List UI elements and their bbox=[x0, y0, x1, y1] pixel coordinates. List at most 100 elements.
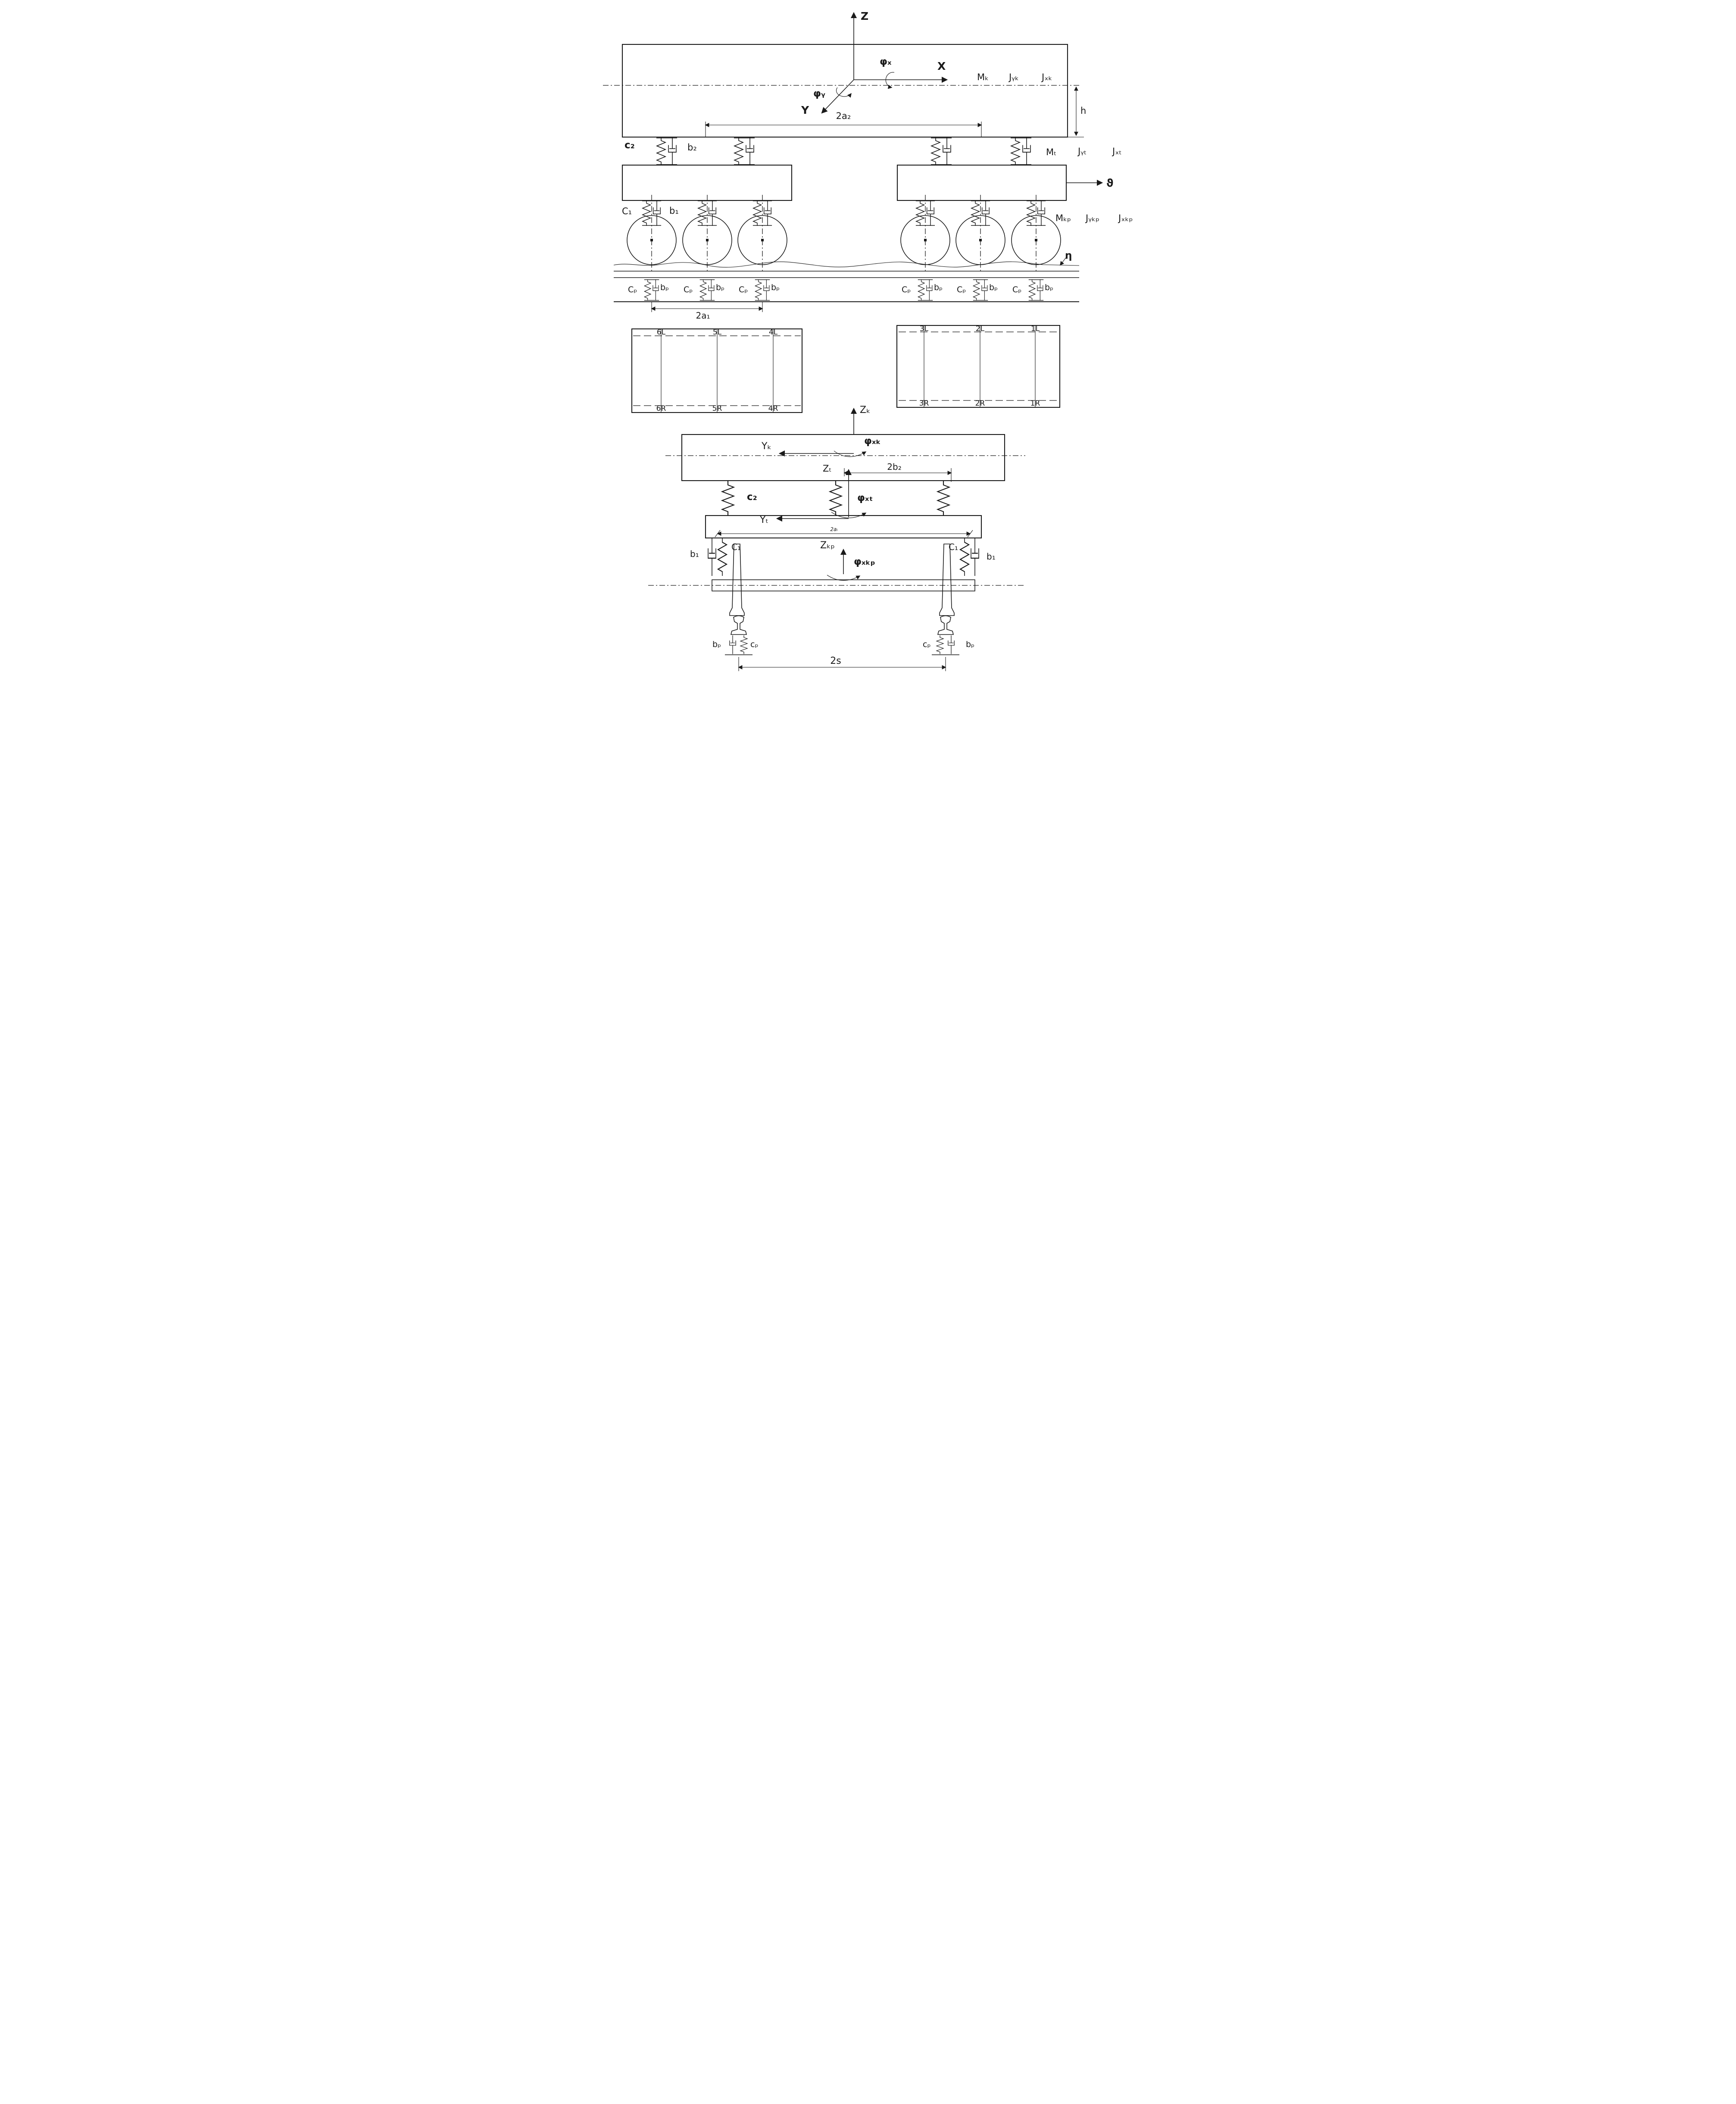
b1-label: b₁ bbox=[987, 551, 996, 562]
cp-label: Cₚ bbox=[957, 285, 966, 294]
wheel-hub bbox=[706, 239, 709, 241]
phi-y-rotation-arrow bbox=[836, 87, 852, 98]
h-label: h bbox=[1080, 106, 1086, 116]
primary-spring bbox=[717, 537, 727, 577]
secondary-suspensions: c₂ b₂ Mₜ Jᵧₜ Jₓₜ bbox=[624, 138, 1122, 165]
body-jy-label: Jᵧₖ bbox=[1008, 72, 1019, 82]
wheel-id-label: 2R bbox=[975, 399, 985, 408]
cp-label: Cₚ bbox=[1012, 285, 1021, 294]
wheel-id-label: 4L bbox=[769, 328, 778, 337]
car-body-inertia-labels: Mₖ Jᵧₖ Jₓₖ bbox=[977, 72, 1052, 82]
bp-label: bₚ bbox=[712, 640, 721, 649]
cp-label: Cₚ bbox=[902, 285, 911, 294]
wheel-id-label: 3L bbox=[920, 325, 929, 333]
c1-label: C₁ bbox=[622, 206, 632, 216]
eta-leader-arrow bbox=[1060, 257, 1066, 266]
wheel-jx-label: Jₓₖₚ bbox=[1118, 213, 1133, 223]
phi-xt-rotation-arrow bbox=[831, 512, 867, 519]
primary-spring bbox=[959, 537, 970, 577]
plan-left-bogie: 6L 5L 4L 6R 5R 4R bbox=[631, 328, 803, 413]
z-axis-label: Z bbox=[861, 10, 868, 22]
wheel-id-label: 1R bbox=[1030, 399, 1040, 408]
end-axes-body: Zₖ Yₖ φₓₖ Zₜ 2b₂ bbox=[665, 405, 1025, 517]
wheel-id-label: 2L bbox=[976, 325, 985, 333]
c1-label: C₁ bbox=[731, 542, 741, 552]
primary-suspensions: C₁ b₁ Mₖₚ Jᵧₖₚ Jₓₖₚ bbox=[622, 200, 1133, 226]
phi-xkp-label: φₓₖₚ bbox=[854, 556, 875, 567]
wheel-circle bbox=[900, 215, 950, 265]
wheel-hub bbox=[979, 239, 982, 241]
wheel-circle bbox=[1011, 215, 1061, 265]
phi-y-label: φᵧ bbox=[813, 88, 825, 99]
b2-label: b₂ bbox=[687, 142, 697, 153]
secondary-suspension bbox=[1011, 138, 1031, 165]
track-suspension bbox=[644, 279, 659, 301]
cp-label: cₚ bbox=[923, 640, 931, 649]
wheel-hub bbox=[650, 239, 653, 241]
secondary-suspension bbox=[656, 138, 677, 165]
track-damper bbox=[948, 635, 955, 655]
y-axis-label: Y bbox=[801, 104, 809, 116]
car-body bbox=[621, 44, 1068, 138]
c2-label: c₂ bbox=[747, 491, 757, 503]
track-suspension bbox=[918, 279, 933, 301]
dim-2ai-label: 2aᵢ bbox=[830, 526, 837, 532]
wheel bbox=[1011, 195, 1061, 273]
dim-2a2: 2a₂ bbox=[705, 111, 982, 137]
yt-label: Yₜ bbox=[759, 515, 768, 525]
primary-damper bbox=[970, 537, 980, 577]
bp-label: bₚ bbox=[716, 283, 724, 292]
wheel bbox=[900, 195, 950, 273]
zt-label: Zₜ bbox=[823, 463, 832, 474]
cp-label: cₚ bbox=[750, 640, 759, 649]
phi-xkp-rotation-arrow bbox=[827, 575, 861, 581]
cp-label: Cₚ bbox=[739, 285, 748, 294]
bp-label: bₚ bbox=[660, 283, 669, 292]
plan-right-outline bbox=[896, 325, 1061, 408]
track-suspension bbox=[973, 279, 988, 301]
wheel-circle bbox=[627, 215, 677, 265]
dim-2a2-label: 2a₂ bbox=[836, 111, 851, 121]
rail-vehicle-dynamics-diagram: Z X Y φₓ φᵧ Mₖ Jᵧₖ Jₓₖ h 2a₂ bbox=[603, 10, 1133, 671]
wheel-hub bbox=[761, 239, 764, 241]
wheel-id-label: 6R bbox=[656, 404, 666, 413]
bp-label: bₚ bbox=[989, 283, 998, 292]
dim-2s-label: 2s bbox=[830, 656, 841, 666]
wheel bbox=[955, 195, 1005, 273]
rail-profile bbox=[731, 615, 747, 635]
rail-irregularity-profile bbox=[613, 261, 1080, 268]
bogie-frame-right bbox=[896, 164, 1067, 201]
end-rails: bₚ cₚ cₚ bₚ bbox=[712, 615, 974, 655]
c2-label: c₂ bbox=[624, 140, 635, 151]
secondary-suspension bbox=[734, 138, 755, 165]
end-view: Zₖ Yₖ φₓₖ Zₜ 2b₂ c₂ φₓₜ Yₜ bbox=[648, 405, 1025, 671]
end-wheelset: Zₖₚ φₓₖₚ bbox=[648, 540, 1025, 616]
wheel-id-label: 1L bbox=[1031, 325, 1040, 333]
end-bogie-frame: 2aᵢ bbox=[705, 515, 982, 539]
body-mass-label: Mₖ bbox=[977, 72, 989, 82]
plan-right-bogie: 3L 2L 1L 3R 2R 1R bbox=[896, 325, 1061, 408]
secondary-spring bbox=[937, 480, 950, 516]
rail-profile bbox=[937, 615, 954, 635]
bp-label: bₚ bbox=[1045, 283, 1053, 292]
cp-label: Cₚ bbox=[628, 285, 637, 294]
wheel-id-label: 4R bbox=[768, 404, 778, 413]
plan-view: 6L 5L 4L 6R 5R 4R 3L 2L 1L 3R 2R 1R bbox=[631, 325, 1061, 413]
speed-arrow-group: ϑ bbox=[1066, 177, 1114, 189]
track-suspension bbox=[1029, 279, 1044, 301]
dim-2a1: 2a₁ bbox=[651, 302, 763, 321]
end-secondary-suspension: c₂ φₓₜ Yₜ bbox=[721, 480, 950, 525]
zk-label: Zₖ bbox=[860, 405, 870, 416]
phi-xt-label: φₓₜ bbox=[857, 492, 873, 503]
wheel-id-label: 5L bbox=[713, 328, 722, 337]
body-jx-label: Jₓₖ bbox=[1041, 72, 1052, 82]
phi-xk-rotation-arrow bbox=[834, 450, 867, 457]
zkp-label: Zₖₚ bbox=[820, 540, 835, 551]
wheels bbox=[627, 195, 1061, 273]
h-dimension: h bbox=[1068, 86, 1086, 138]
phi-xk-label: φₓₖ bbox=[864, 435, 881, 447]
phi-x-rotation-arrow bbox=[885, 72, 895, 89]
bogie-jx-label: Jₓₜ bbox=[1112, 146, 1122, 156]
wheel bbox=[737, 195, 787, 273]
wheel-circle bbox=[737, 215, 787, 265]
